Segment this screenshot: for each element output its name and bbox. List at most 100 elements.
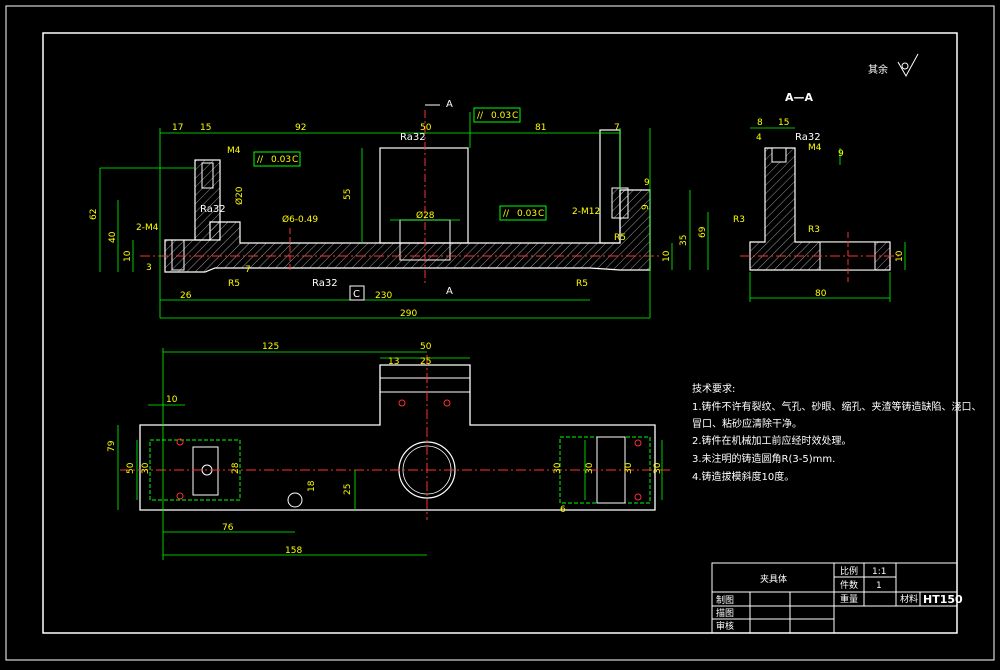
left-boss — [194, 159, 221, 241]
tech-requirements: 技术要求: 1.铸件不许有裂纹、气孔、砂眼、缩孔、夹渣等铸造缺陷、浇口、 冒口、… — [692, 382, 982, 483]
svg-text:76: 76 — [222, 523, 234, 533]
svg-text://: // — [477, 111, 484, 121]
svg-text:92: 92 — [295, 123, 306, 133]
svg-text:描图: 描图 — [716, 607, 734, 619]
svg-text:25: 25 — [420, 357, 431, 367]
svg-text:9: 9 — [641, 204, 651, 210]
outer-border — [5, 5, 995, 661]
svg-text:30: 30 — [624, 462, 634, 474]
drawing-frame — [42, 32, 958, 634]
svg-text:8: 8 — [757, 118, 763, 128]
svg-text:10: 10 — [895, 250, 905, 262]
svg-text:30: 30 — [553, 462, 563, 474]
svg-text:Ra32: Ra32 — [312, 278, 338, 289]
svg-text:25: 25 — [343, 484, 353, 495]
svg-text:4: 4 — [756, 133, 762, 143]
svg-text:13: 13 — [388, 357, 399, 367]
section-mark-bottom: A — [446, 286, 453, 297]
tech-item-2: 冒口、粘砂应清除干净。 — [692, 417, 802, 430]
svg-text:290: 290 — [400, 309, 417, 319]
svg-text:69: 69 — [698, 226, 708, 238]
svg-text:35: 35 — [679, 235, 689, 246]
plan-outline — [139, 364, 656, 511]
svg-text:1:1: 1:1 — [872, 567, 886, 577]
svg-text:R5: R5 — [614, 233, 626, 243]
datum-label: C — [353, 289, 360, 300]
datum-box — [349, 285, 365, 301]
svg-text:R5: R5 — [228, 279, 240, 289]
center-column — [379, 147, 469, 244]
svg-text:2-M4: 2-M4 — [136, 223, 159, 233]
svg-text:15: 15 — [200, 123, 211, 133]
svg-text:R5: R5 — [576, 279, 588, 289]
tech-item-1: 1.铸件不许有裂纹、气孔、砂眼、缩孔、夹渣等铸造缺陷、浇口、 — [692, 400, 982, 413]
left-pocket — [149, 439, 241, 501]
tech-item-5: 4.铸造拔模斜度10度。 — [692, 470, 794, 483]
left-slot — [192, 446, 219, 496]
left-thread — [171, 239, 185, 271]
check-icon — [897, 53, 919, 78]
svg-text:28: 28 — [231, 462, 241, 474]
svg-text:0.03: 0.03 — [491, 111, 511, 121]
svg-text:2-M12: 2-M12 — [572, 207, 600, 217]
svg-text:15: 15 — [778, 118, 789, 128]
svg-text:3: 3 — [146, 263, 152, 273]
material-value: HT150 — [923, 593, 963, 606]
svg-text:Ø28: Ø28 — [416, 210, 435, 221]
svg-text:6: 6 — [560, 505, 566, 515]
tech-item-4: 3.未注明的铸造圆角R(3-5)mm. — [692, 452, 835, 465]
svg-text:18: 18 — [307, 480, 317, 492]
plan-dim-lines — [117, 348, 663, 560]
svg-text:50: 50 — [126, 462, 136, 474]
pin-hole — [287, 492, 303, 508]
svg-text:重量: 重量 — [840, 593, 858, 605]
tolerance-frame-1: // 0.03 C — [473, 107, 521, 123]
svg-text:10: 10 — [166, 395, 178, 405]
section-label: A—A — [785, 91, 814, 104]
svg-text:C: C — [512, 111, 518, 121]
svg-text:79: 79 — [107, 440, 117, 452]
svg-text:Ra32: Ra32 — [795, 132, 821, 143]
side-view: A—A 8 15 4 9 10 80 R3 R3 M4 Ra32 — [733, 91, 906, 302]
svg-text:50: 50 — [420, 123, 432, 133]
svg-text:26: 26 — [180, 291, 192, 301]
svg-text:R3: R3 — [808, 225, 820, 235]
plan-view: 125 50 13 25 10 79 50 30 28 18 25 76 158… — [107, 342, 670, 560]
svg-text:M4: M4 — [227, 146, 241, 156]
svg-text:7: 7 — [245, 265, 251, 275]
svg-text:1: 1 — [876, 581, 882, 591]
right-arm — [599, 129, 621, 244]
roughness-label: 其余 — [868, 63, 888, 76]
svg-text:55: 55 — [343, 189, 353, 200]
svg-text:材料: 材料 — [900, 593, 918, 605]
svg-text:Ra32: Ra32 — [200, 204, 226, 215]
tolerance-frame-2: // 0.03 C — [253, 151, 301, 167]
svg-text:R3: R3 — [733, 215, 745, 225]
svg-text:9: 9 — [644, 178, 650, 188]
svg-text:10: 10 — [662, 250, 672, 262]
svg-text:审核: 审核 — [716, 620, 734, 632]
svg-text:230: 230 — [375, 291, 392, 301]
svg-text:30: 30 — [585, 462, 595, 474]
svg-text:Ra32: Ra32 — [400, 132, 426, 143]
svg-text:件数: 件数 — [840, 579, 858, 591]
left-boss-hole — [201, 162, 214, 189]
section-mark-top: A — [446, 99, 453, 110]
side-dim-lines — [749, 127, 906, 302]
svg-text:7: 7 — [614, 123, 620, 133]
svg-text:158: 158 — [285, 546, 302, 556]
svg-text:0.03: 0.03 — [517, 209, 537, 219]
svg-text:30: 30 — [141, 462, 151, 474]
tolerance-frame-3: // 0.03 C — [499, 205, 547, 221]
svg-text:81: 81 — [535, 123, 546, 133]
svg-text://: // — [503, 209, 510, 219]
svg-text:0.03: 0.03 — [271, 155, 291, 165]
bolt-holes — [176, 399, 642, 501]
tech-title: 技术要求: — [692, 382, 735, 395]
tech-item-3: 2.铸件在机械加工前应经时效处理。 — [692, 434, 852, 447]
svg-text:17: 17 — [172, 123, 183, 133]
svg-text:Ø6-0.49: Ø6-0.49 — [282, 214, 318, 225]
roughness-circle-icon — [901, 62, 909, 70]
